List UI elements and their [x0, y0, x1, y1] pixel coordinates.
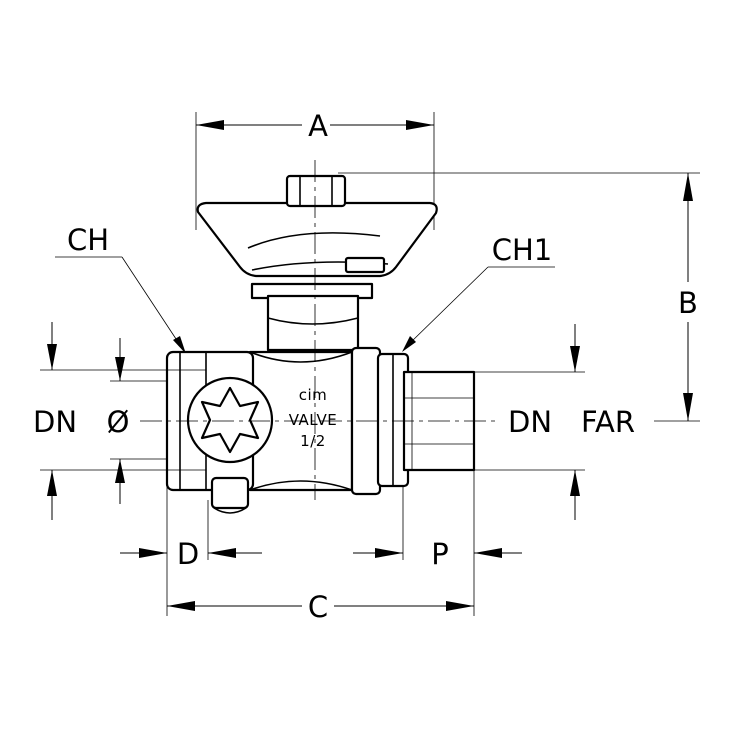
top-nut [285, 174, 347, 208]
drain-spout-tip [213, 507, 247, 514]
dimension-a-label: A [308, 109, 328, 143]
leader-ch1: CH1 [402, 233, 555, 352]
diameter-arrow-top [115, 357, 125, 381]
dimension-dn-left: DN Ø [33, 322, 180, 520]
dimension-d-label: D [177, 537, 199, 571]
dn-right-label: DN [508, 405, 552, 439]
dimension-c-arrow-right [446, 601, 474, 611]
dimension-d: D [120, 500, 262, 571]
center-lines [140, 160, 495, 500]
dn-left-arrow-bottom [47, 470, 57, 496]
dimension-d-arrow-right [208, 548, 236, 558]
dimension-b-arrow-top [683, 173, 693, 201]
drain-star-knob [200, 386, 260, 454]
valve: cim VALVE 1/2 [165, 174, 476, 514]
dimension-a: A [195, 109, 435, 230]
dn-far-arrow-bottom [570, 470, 580, 496]
body-bottom-curve [249, 480, 353, 491]
body-brand-marking: cim [299, 386, 328, 404]
leader-ch-arrow [173, 336, 186, 354]
dimension-b: B [338, 172, 700, 422]
dimension-p: P [353, 440, 522, 571]
dn-left-label: DN [33, 405, 77, 439]
dimension-p-label: P [431, 537, 449, 571]
dn-left-arrow-top [47, 344, 57, 370]
dimension-c-arrow-left [167, 601, 195, 611]
dimension-c: C [166, 470, 475, 624]
body-size-marking: 1/2 [300, 432, 326, 450]
dimension-b-arrow-bottom [683, 393, 693, 421]
ch1-label: CH1 [492, 233, 553, 267]
dimension-d-arrow-left [139, 548, 167, 558]
ch-label: CH [67, 223, 109, 257]
dimension-a-arrow-right [406, 120, 434, 130]
diameter-arrow-bottom [115, 459, 125, 483]
drain-spout [210, 476, 250, 510]
butterfly-handle [196, 201, 438, 278]
body-top-curve [249, 351, 353, 363]
dimension-p-arrow-left [375, 548, 403, 558]
body-type-marking: VALVE [289, 411, 338, 429]
dimension-a-arrow-left [196, 120, 224, 130]
leader-ch: CH [55, 223, 186, 354]
handle-inner-curve [247, 232, 381, 249]
leader-ch1-arrow [402, 336, 416, 352]
handle-lock-tab [344, 256, 386, 274]
dimension-dn-far: DN FAR [474, 324, 635, 520]
diameter-label: Ø [107, 405, 130, 439]
stem-neck [266, 294, 360, 352]
dimension-p-arrow-right [474, 548, 502, 558]
stem-neck-curve [267, 317, 359, 325]
dimension-c-label: C [308, 590, 328, 624]
leader-ch1-line [409, 266, 489, 344]
leader-ch-line [121, 256, 181, 346]
dimension-b-label: B [678, 286, 698, 320]
far-label: FAR [581, 405, 635, 439]
dn-far-arrow-top [570, 346, 580, 372]
